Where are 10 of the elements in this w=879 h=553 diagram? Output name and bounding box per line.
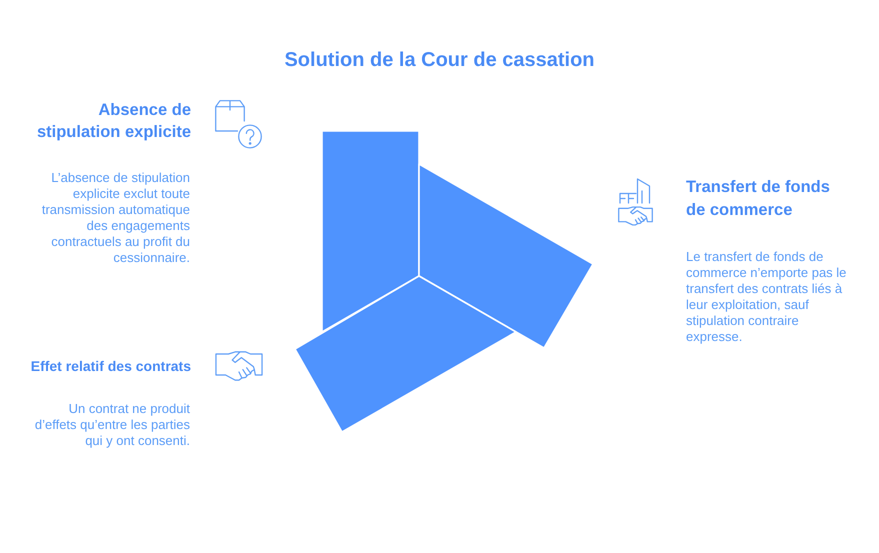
title: Solution de la Cour de cassation	[284, 49, 595, 71]
description-text: L’absence de stipulation explicite exclut toute transmission automatique des engagements contractuels au profit du cessionnaire.	[40, 170, 190, 266]
pinwheel-segment	[419, 164, 593, 348]
description-text: Un contrat ne produit d’effets qu’entre les parties qui y ont consenti.	[34, 401, 190, 449]
section-heading: Effet relatif des contrats	[30, 357, 191, 376]
pinwheel-segment	[295, 276, 516, 432]
section-heading: Transfert de fonds de commerce	[686, 177, 831, 221]
description-text: Le transfert de fonds de commerce n’emporte pas le transfert des contrats liés à leur exploitation, sauf stipulation contraire expresse.	[686, 249, 848, 345]
pinwheel-segment	[322, 131, 419, 332]
section-heading: Absence de stipulation explicite	[36, 100, 191, 143]
